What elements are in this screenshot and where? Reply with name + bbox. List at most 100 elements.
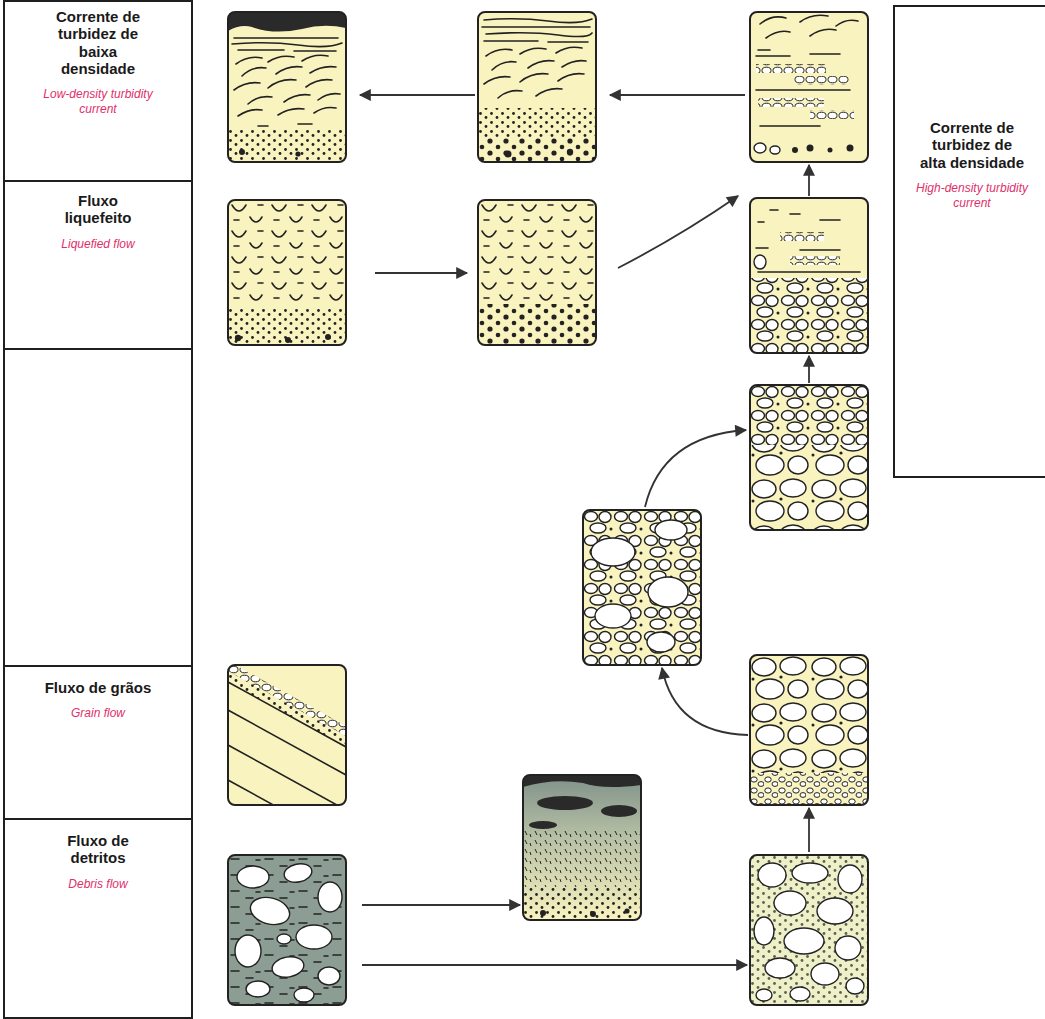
sediment-mark xyxy=(537,796,593,810)
sediment-mark xyxy=(591,538,635,566)
sediment-mark xyxy=(756,50,840,56)
sediment-mark xyxy=(239,149,245,155)
sediment-mark xyxy=(235,335,241,341)
deposit-column xyxy=(228,855,346,1005)
sediment-mark xyxy=(228,12,346,32)
sediment-mark xyxy=(790,256,840,265)
sediment-mark xyxy=(838,865,862,893)
sediment-mark xyxy=(794,76,849,85)
sediment-mark xyxy=(228,130,346,162)
sediment-mark xyxy=(228,671,346,747)
flow-name-english: Liquefied flow xyxy=(33,237,163,252)
flow-name: Corrente de turbidez de alta densidade xyxy=(917,119,1027,171)
sediment-mark xyxy=(258,124,312,126)
deposit-column xyxy=(750,655,868,805)
sediment-mark xyxy=(750,385,868,530)
sediment-mark xyxy=(228,200,346,345)
sediment-mark xyxy=(750,655,868,773)
sediment-mark xyxy=(750,855,868,1005)
sediment-mark xyxy=(750,855,868,1005)
sediment-mark xyxy=(750,198,868,353)
sediment-mark xyxy=(228,665,346,736)
flow-type-box: Corrente de turbidez de alta densidadeHi… xyxy=(893,5,1045,478)
flow-name-english: Debris flow xyxy=(33,877,163,892)
sediment-mark xyxy=(808,356,810,383)
flow-name: Fluxo de grãos xyxy=(43,679,153,696)
sediment-mark xyxy=(523,831,641,887)
sediment-mark xyxy=(523,887,641,920)
sediment-mark xyxy=(237,866,269,888)
sediment-mark xyxy=(271,954,306,979)
sediment-mark xyxy=(247,893,292,928)
sediment-mark xyxy=(847,145,854,152)
deposit-column xyxy=(228,661,346,845)
flow-name: Fluxo liquefeito xyxy=(43,192,153,227)
sediment-mark xyxy=(478,138,596,162)
sediment-mark xyxy=(648,577,688,607)
sediment-mark xyxy=(228,665,346,805)
sediment-mark xyxy=(478,12,596,162)
sediment-mark xyxy=(360,94,475,96)
sediment-mark xyxy=(750,655,868,805)
flow-type-box: Corrente de turbidez de baixa densidadeL… xyxy=(3,0,193,182)
sediment-mark xyxy=(770,146,780,154)
sediment-mark xyxy=(478,200,596,304)
sediment-mark xyxy=(567,149,573,155)
sediment-mark xyxy=(296,925,332,949)
sediment-mark xyxy=(590,911,596,917)
sediment-mark xyxy=(754,255,766,269)
sediment-mark xyxy=(595,604,631,628)
sediment-mark xyxy=(756,89,850,91)
sediment-mark xyxy=(228,12,346,162)
sediment-mark xyxy=(750,278,868,353)
sediment-mark xyxy=(645,430,746,507)
sediment-mark xyxy=(325,334,331,340)
sediment-mark xyxy=(810,110,854,119)
flow-name: Fluxo de detritos xyxy=(43,832,153,867)
sediment-mark xyxy=(228,855,346,1005)
sediment-mark xyxy=(234,55,340,116)
sediment-mark xyxy=(754,917,774,945)
sediment-mark xyxy=(817,898,853,924)
sediment-mark xyxy=(808,165,810,196)
deposit-column xyxy=(228,12,346,162)
sediment-mark xyxy=(478,200,596,345)
sediment-mark xyxy=(647,632,675,652)
sediment-mark xyxy=(756,64,826,73)
sediment-mark xyxy=(792,147,798,153)
sediment-mark xyxy=(807,145,814,152)
sediment-mark xyxy=(780,232,824,241)
sediment-mark xyxy=(750,198,868,353)
sediment-mark xyxy=(523,775,641,920)
sediment-mark xyxy=(662,668,748,735)
sediment-mark xyxy=(750,773,868,805)
sediment-mark xyxy=(246,981,270,997)
sediment-mark xyxy=(758,210,840,222)
sediment-mark xyxy=(610,94,745,96)
sediment-mark xyxy=(294,988,314,1002)
sediment-mark xyxy=(618,196,738,268)
sediment-mark xyxy=(228,12,346,162)
sediment-mark xyxy=(765,958,795,978)
deposit-column xyxy=(478,12,596,162)
sediment-mark xyxy=(784,928,824,954)
flow-name-english: Low-density turbidity current xyxy=(33,87,163,117)
sediment-mark xyxy=(277,934,291,944)
sediment-mark xyxy=(228,855,346,1005)
sediment-mark xyxy=(318,967,340,985)
sediment-mark xyxy=(774,891,806,915)
flow-name-english: Grain flow xyxy=(33,706,163,721)
sediment-mark xyxy=(228,200,346,345)
sediment-mark xyxy=(750,445,868,530)
sediment-mark xyxy=(482,19,592,42)
sediment-mark xyxy=(811,963,839,985)
sediment-mark xyxy=(228,665,346,805)
sediment-mark xyxy=(540,910,546,916)
sediment-mark xyxy=(282,861,313,884)
sediment-mark xyxy=(750,198,868,353)
sediment-mark xyxy=(624,908,629,913)
flow-type-box: Fluxo liquefeitoLiquefied flow xyxy=(3,180,193,350)
sediment-mark xyxy=(750,655,868,805)
deposit-column xyxy=(523,775,641,920)
sediment-mark xyxy=(523,775,641,920)
